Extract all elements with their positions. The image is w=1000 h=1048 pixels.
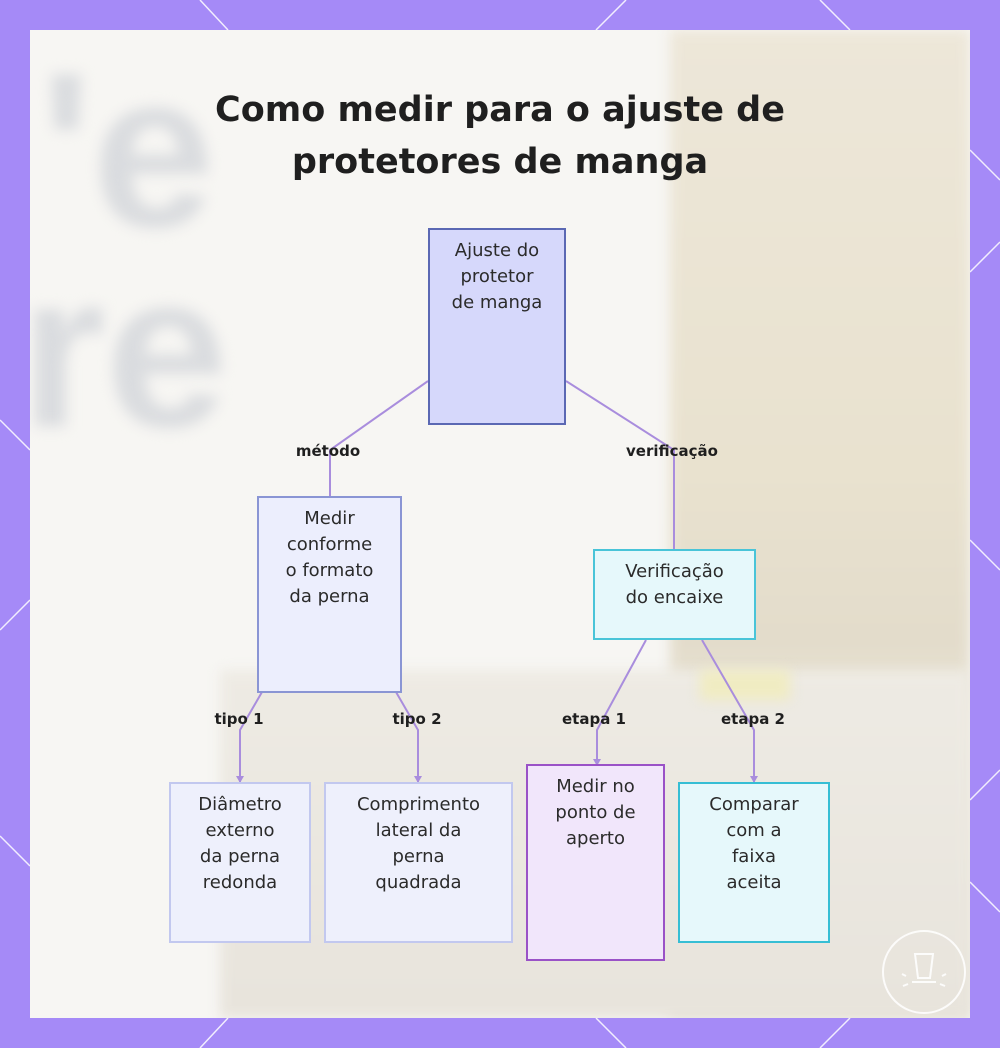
node-root-line-1: Ajuste do [454,240,540,261]
edge-verification-step1 [596,639,647,765]
node-root-line-3: de manga [451,292,543,313]
node-method-line-4: da perna [289,586,370,607]
edge-root-method [329,380,429,497]
node-compare-range-line-1: Comparar [709,794,799,815]
node-compare-range-line-4: aceita [726,872,782,893]
node-square-leg: Comprimento lateral da perna quadrada [324,782,513,943]
arrowhead-step2 [750,776,758,783]
arrowhead-step1 [593,759,601,766]
node-square-leg-line-2: lateral da [375,820,462,841]
background-highlight [700,670,790,700]
page-title: Como medir para o ajuste de protetores d… [0,84,1000,188]
title-line-1: Como medir para o ajuste de [215,90,785,130]
node-square-leg-line-4: quadrada [375,872,462,893]
arrowhead-type2 [414,776,422,783]
edge-label-verification: verificação [626,442,718,460]
node-verification: Verificação do encaixe [593,549,756,640]
node-square-leg-line-3: perna [392,846,445,867]
node-round-leg-line-3: da perna [199,846,281,867]
edge-root-verification [565,380,675,550]
edge-verification-step2 [701,639,755,782]
edge-label-step2: etapa 2 [721,710,785,728]
edge-label-step1: etapa 1 [562,710,626,728]
node-method-line-2: conforme [286,534,373,555]
node-method-line-1: Medir [304,508,355,529]
node-tight-point-line-2: ponto de [555,802,636,823]
node-round-leg-line-4: redonda [202,872,278,893]
edge-label-type1: tipo 1 [214,710,264,728]
background-letter-bottom: re [30,227,228,473]
title-line-2: protetores de manga [291,142,709,182]
node-round-leg-line-2: externo [205,820,275,841]
node-method: Medir conforme o formato da perna [257,496,402,693]
node-root: Ajuste do protetor de manga [428,228,566,425]
node-round-leg: Diâmetro externo da perna redonda [169,782,311,943]
node-root-line-2: protetor [460,266,534,287]
node-method-line-3: o formato [285,560,374,581]
node-verification-line-1: Verificação [625,561,724,582]
node-square-leg-line-1: Comprimento [356,794,481,815]
edge-label-method: método [295,442,361,460]
edge-label-type2: tipo 2 [392,710,442,728]
arrowhead-type1 [236,776,244,783]
node-compare-range-line-2: com a [726,820,782,841]
node-compare-range: Comparar com a faixa aceita [678,782,830,943]
node-tight-point-line-1: Medir no [556,776,635,797]
node-round-leg-line-1: Diâmetro [198,794,282,815]
background-letter-top: 'e [40,30,215,273]
node-tight-point: Medir no ponto de aperto [526,764,665,961]
edge-method-type2 [395,691,419,782]
node-verification-line-2: do encaixe [625,587,724,608]
node-compare-range-line-3: faixa [731,846,777,867]
edge-method-type1 [239,691,263,782]
node-tight-point-line-3: aperto [565,828,625,849]
lamp-logo-icon [882,930,966,1014]
